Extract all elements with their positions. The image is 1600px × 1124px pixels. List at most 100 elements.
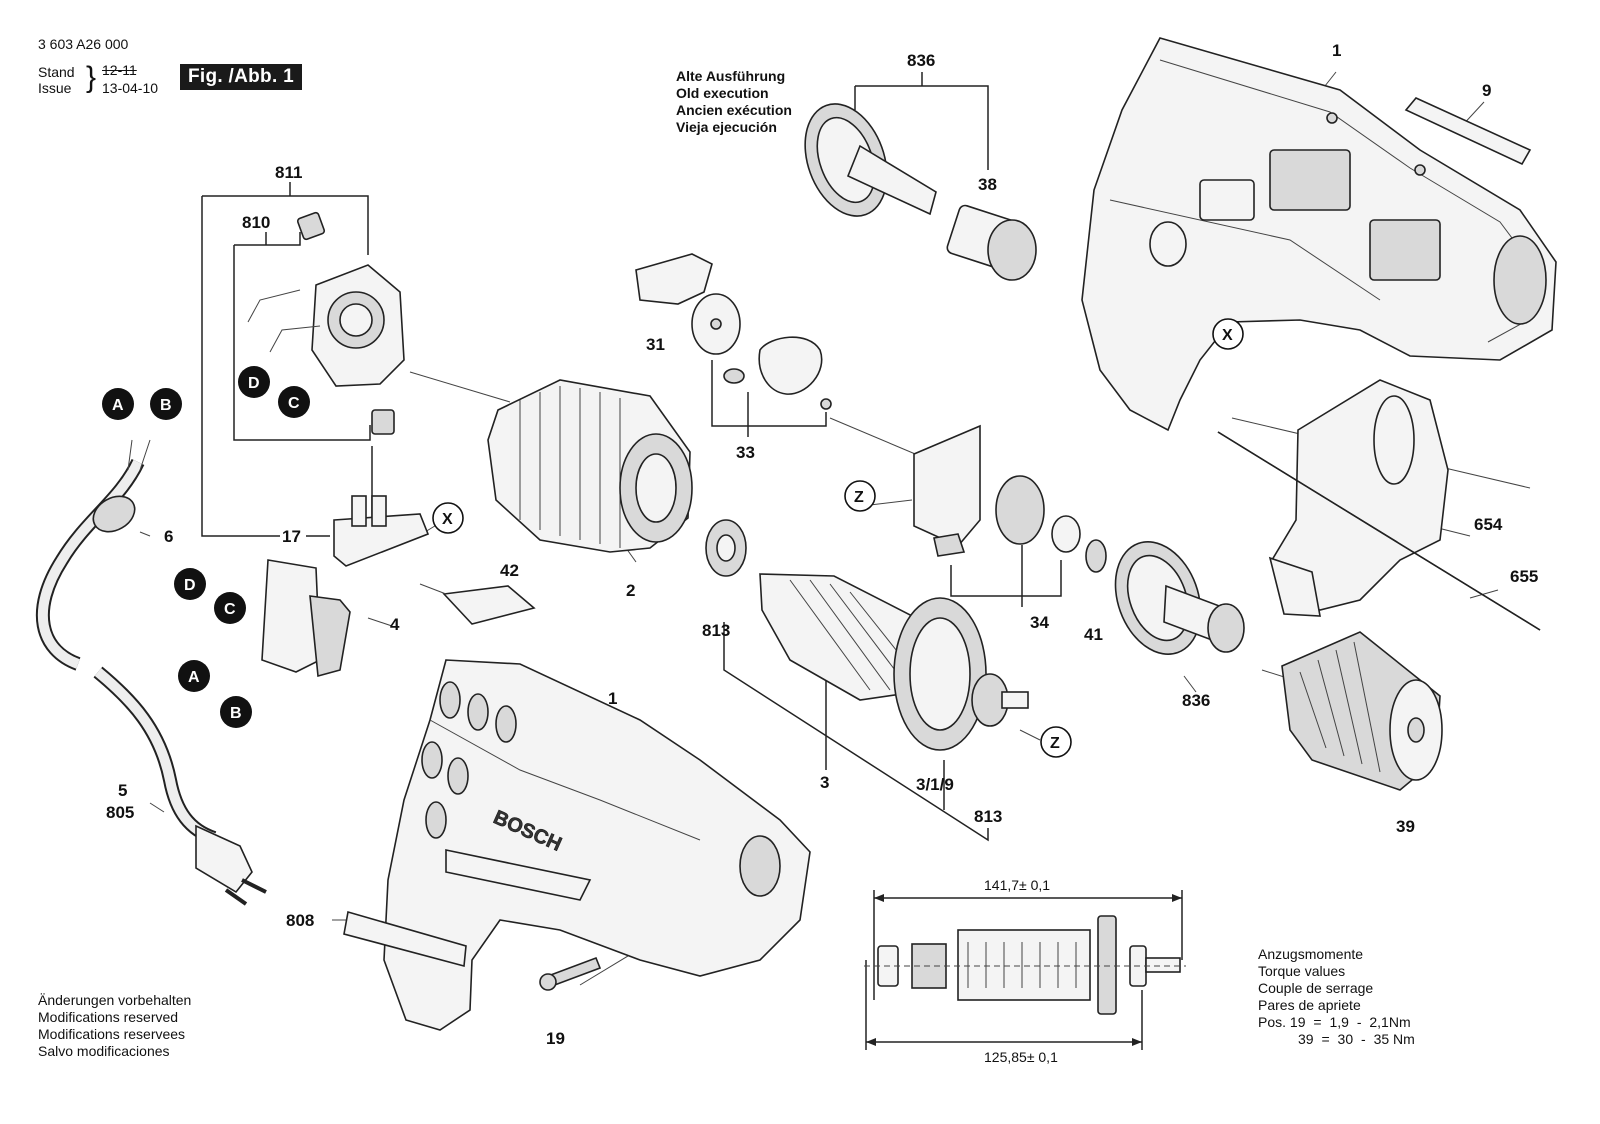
torque-line: Couple de serrage	[1258, 980, 1374, 996]
carbon-brush-icon	[371, 409, 395, 435]
callout-b-icon: B	[150, 388, 182, 420]
issue-label: Issue	[38, 80, 72, 96]
part-label-1: 1	[1332, 41, 1341, 60]
drill-chuck	[1281, 631, 1443, 791]
part-label-3-1-9: 3/1/9	[916, 775, 954, 794]
issue-value: 13-04-10	[102, 80, 159, 96]
gear-shaft-old	[804, 103, 1037, 281]
carbon-brush-icon	[296, 211, 326, 241]
part-label-836: 836	[907, 51, 935, 70]
part-label-1: 1	[608, 689, 617, 708]
modifications-line: Änderungen vorbehalten	[38, 992, 192, 1008]
torque-pos: 19	[1289, 1014, 1306, 1030]
part-label-810: 810	[242, 213, 270, 232]
torque-values-note: Anzugsmomente Torque values Couple de se…	[1258, 946, 1415, 1048]
power-cable	[35, 439, 267, 906]
old-execution-line: Ancien exécution	[676, 102, 792, 118]
old-execution-line: Vieja ejecución	[676, 119, 777, 135]
svg-text:D: D	[248, 375, 260, 392]
part-label-805: 805	[106, 803, 134, 822]
torque-max: 35 Nm	[1373, 1031, 1415, 1047]
armature-dimension-drawing	[864, 890, 1186, 1050]
svg-text:Z: Z	[1050, 735, 1060, 752]
callout-d-icon: D	[174, 568, 206, 600]
callout-z-icon: Z	[1040, 726, 1072, 758]
part-label-811: 811	[275, 163, 302, 182]
part-label-836: 836	[1182, 691, 1210, 710]
part-label-34: 34	[1030, 613, 1049, 632]
armature	[705, 519, 1029, 751]
old-execution-line: Alte Ausführung	[676, 68, 786, 84]
svg-text:Z: Z	[854, 489, 864, 506]
part-label-42: 42	[500, 561, 519, 580]
part-label-2: 2	[626, 581, 635, 600]
torque-pos: 39	[1298, 1031, 1314, 1047]
part-label-39: 39	[1396, 817, 1415, 836]
modifications-line: Modifications reservees	[38, 1026, 186, 1042]
modifications-line: Salvo modificaciones	[38, 1043, 170, 1059]
torque-eq: =	[1321, 1031, 1330, 1047]
callout-c-icon: C	[214, 592, 246, 624]
svg-text:X: X	[1222, 327, 1233, 344]
modifications-line: Modifications reserved	[38, 1009, 179, 1025]
stator-field	[487, 379, 693, 553]
callout-c-icon: C	[278, 386, 310, 418]
torque-row: Pos. 19 = 1,9 - 2,1Nm	[1258, 1014, 1415, 1031]
part-label-17: 17	[282, 527, 301, 546]
torque-line: Anzugsmomente	[1258, 946, 1364, 962]
callout-a-icon: A	[102, 388, 134, 420]
torque-dash: -	[1356, 1014, 1362, 1030]
switch-assembly	[261, 495, 430, 678]
brace-glyph: }	[86, 61, 97, 94]
part-label-38: 38	[978, 175, 997, 194]
part-label-813: 813	[702, 621, 730, 640]
part-label-19: 19	[546, 1029, 565, 1048]
label-blade-9	[1404, 97, 1532, 166]
housing-half-right	[1081, 37, 1557, 432]
part-label-808: 808	[286, 911, 314, 930]
cam-33	[758, 336, 823, 395]
document-number: 3 603 A26 000	[38, 36, 129, 52]
torque-line: Pares de apriete	[1258, 997, 1361, 1013]
stand-label: Stand	[38, 64, 75, 80]
svg-text:B: B	[230, 705, 242, 722]
part-label-31: 31	[646, 335, 665, 354]
pos-label: Pos.	[1258, 1014, 1287, 1030]
torque-eq: =	[1313, 1014, 1322, 1030]
auxiliary-handle	[1217, 379, 1541, 631]
label-blade-808	[343, 910, 467, 968]
torque-max: 2,1Nm	[1369, 1014, 1411, 1030]
torque-line: Torque values	[1258, 963, 1346, 979]
svg-text:C: C	[288, 395, 300, 412]
figure-tag: Fig. /Abb. 1	[180, 64, 302, 90]
callout-d-icon: D	[238, 366, 270, 398]
dimension-top: 141,7± 0,1	[984, 877, 1050, 893]
part-label-6: 6	[164, 527, 173, 546]
gear-shaft-new	[1114, 541, 1245, 655]
part-label-3: 3	[820, 773, 829, 792]
part-label-41: 41	[1084, 625, 1103, 644]
svg-text:D: D	[184, 577, 196, 594]
old-execution-note: Alte Ausführung Old execution Ancien exé…	[676, 68, 792, 136]
torque-row: 39 = 30 - 35 Nm	[1258, 1031, 1415, 1048]
svg-text:A: A	[188, 669, 200, 686]
housing-half-left	[383, 659, 811, 1031]
cable-grommet-icon	[92, 495, 136, 533]
callout-x-icon: X	[1212, 318, 1244, 350]
torque-dash: -	[1361, 1031, 1366, 1047]
torque-min: 30	[1337, 1031, 1354, 1047]
old-execution-line: Old execution	[676, 85, 769, 101]
part-label-813: 813	[974, 807, 1002, 826]
part-label-5: 5	[118, 781, 127, 800]
svg-text:C: C	[224, 601, 236, 618]
svg-text:B: B	[160, 397, 172, 414]
switch-part-42	[442, 585, 536, 625]
modifications-note: Änderungen vorbehalten Modifications res…	[38, 992, 191, 1060]
part-label-655: 655	[1510, 567, 1538, 586]
part-label-654: 654	[1474, 515, 1503, 534]
callout-z-icon: Z	[844, 480, 876, 512]
brush-holder	[247, 211, 405, 435]
part-label-4: 4	[390, 615, 400, 634]
torque-min: 1,9	[1329, 1014, 1349, 1030]
